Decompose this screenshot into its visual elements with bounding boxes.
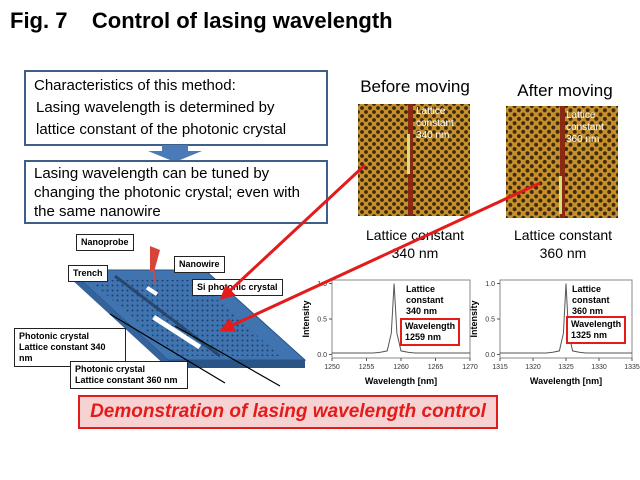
after-overlay-line-3: 360 nm — [566, 134, 600, 145]
x-tick-label: 1270 — [462, 364, 478, 371]
demonstration-banner: Demonstration of lasing wavelength contr… — [78, 395, 498, 429]
right-lc-line-2: constant — [572, 295, 610, 305]
y-tick-label: 1.0 — [317, 281, 327, 288]
tuning-box: Lasing wavelength can be tuned by changi… — [24, 160, 328, 224]
x-tick-label: 1250 — [324, 364, 340, 371]
down-arrow-icon — [148, 145, 202, 162]
y-tick-label: 0.5 — [317, 317, 327, 324]
trench-label: Trench — [68, 265, 108, 282]
pc-340-line-1: Photonic crystal — [19, 331, 90, 341]
nanoprobe-label: Nanoprobe — [76, 234, 134, 251]
after-pc-image — [506, 106, 618, 218]
before-overlay-line-2: constant — [416, 118, 454, 129]
si-photonic-crystal-label: Si photonic crystal — [192, 279, 283, 296]
after-caption: Lattice constant 360 nm — [498, 226, 628, 262]
right-lc-line-1: Lattice — [572, 284, 602, 294]
y-tick-label: 1.0 — [485, 281, 495, 288]
pc-360-line-2: Lattice constant 360 nm — [75, 375, 178, 385]
after-caption-line-2: 360 nm — [539, 245, 587, 261]
right-wl-line-1: Wavelength — [571, 319, 622, 329]
right-spectrum-lc-label: Lattice constant 360 nm — [572, 284, 610, 317]
x-tick-label: 1255 — [359, 364, 375, 371]
after-overlay-line-2: constant — [566, 122, 604, 133]
right-lc-line-3: 360 nm — [572, 306, 604, 316]
left-wavelength-box: Wavelength 1259 nm — [400, 318, 461, 346]
x-axis-label: Wavelength [nm] — [530, 376, 602, 386]
left-lc-line-2: constant — [406, 295, 444, 305]
pc-360-line-1: Photonic crystal — [75, 364, 146, 374]
y-axis-label: Intensity — [469, 300, 479, 337]
method-characteristics-box: Characteristics of this method: Lasing w… — [24, 70, 328, 146]
before-overlay-line-1: Lattice — [416, 106, 446, 117]
before-overlay-line-3: 340 nm — [416, 130, 450, 141]
after-caption-line-1: Lattice constant — [513, 227, 613, 243]
left-wl-line-1: Wavelength — [405, 321, 456, 331]
x-tick-label: 1335 — [624, 364, 640, 371]
tuning-text: Lasing wavelength can be tuned by changi… — [34, 165, 300, 220]
left-spectrum-lc-label: Lattice constant 340 nm — [406, 284, 444, 317]
method-line-2: lattice constant of the photonic crystal — [36, 121, 287, 138]
before-heading: Before moving — [360, 77, 470, 96]
before-caption-line-1: Lattice constant — [365, 227, 465, 243]
x-tick-label: 1265 — [428, 364, 444, 371]
before-caption-line-2: 340 nm — [391, 245, 439, 261]
left-lc-line-1: Lattice — [406, 284, 436, 294]
page-title: Fig. 7 Control of lasing wavelength — [10, 8, 393, 33]
pc-340-line-2: Lattice constant 340 nm — [19, 342, 106, 363]
method-heading: Characteristics of this method: — [34, 77, 236, 94]
before-overlay-label: Lattice constant 340 nm — [416, 106, 454, 142]
x-axis-label: Wavelength [nm] — [365, 376, 437, 386]
method-line-1: Lasing wavelength is determined by — [36, 99, 275, 116]
pc-360-label: Photonic crystal Lattice constant 360 nm — [70, 361, 188, 389]
x-tick-label: 1315 — [492, 364, 508, 371]
nanowire-label: Nanowire — [174, 256, 225, 273]
right-wl-line-2: 1325 nm — [571, 330, 608, 340]
y-tick-label: 0.0 — [317, 352, 327, 359]
x-tick-label: 1330 — [591, 364, 607, 371]
left-wl-line-2: 1259 nm — [405, 332, 442, 342]
before-caption: Lattice constant 340 nm — [350, 226, 480, 262]
y-axis-label: Intensity — [301, 300, 311, 337]
y-tick-label: 0.5 — [485, 317, 495, 324]
x-tick-label: 1320 — [525, 364, 541, 371]
right-wavelength-box: Wavelength 1325 nm — [566, 316, 627, 344]
after-overlay-line-1: Lattice — [566, 110, 596, 121]
x-tick-label: 1260 — [393, 364, 409, 371]
after-heading: After moving — [517, 81, 613, 100]
spectrum-line — [500, 283, 632, 354]
y-tick-label: 0.0 — [485, 352, 495, 359]
x-tick-label: 1325 — [558, 364, 574, 371]
device-schematic — [68, 246, 307, 387]
after-overlay-label: Lattice constant 360 nm — [566, 110, 604, 146]
left-lc-line-3: 340 nm — [406, 306, 438, 316]
pc-340-label: Photonic crystal Lattice constant 340 nm — [14, 328, 126, 367]
